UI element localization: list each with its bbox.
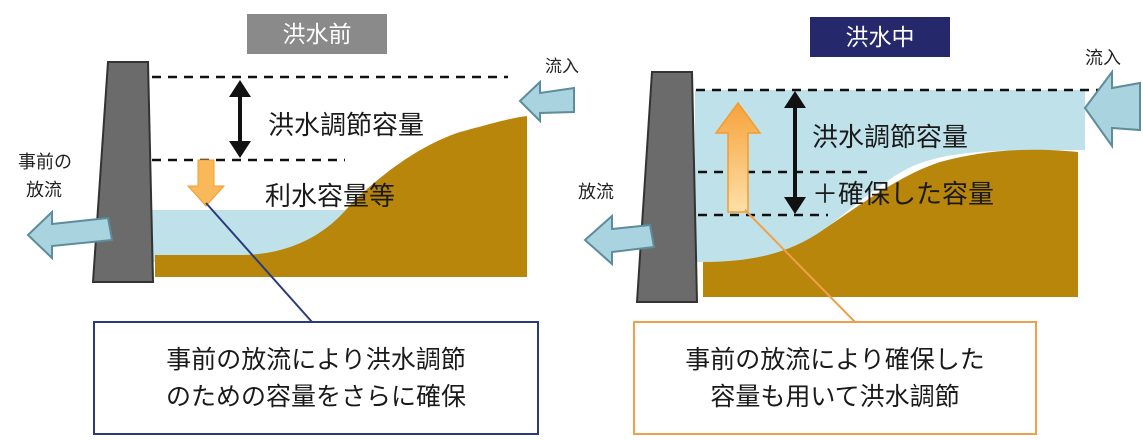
reservoir-water xyxy=(695,90,1085,262)
callout-before-flood: 事前の放流により洪水調節 のための容量をさらに確保 xyxy=(93,321,539,435)
flood-capacity-label-left: 洪水調節容量 xyxy=(268,111,424,141)
flood-capacity-double-arrow xyxy=(784,91,806,214)
water-use-capacity-label: 利水容量等 xyxy=(265,182,395,212)
callout-before-line1: 事前の放流により洪水調節 xyxy=(166,345,466,374)
outflow-label-left-line2: 放流 xyxy=(26,180,62,201)
panel-before-flood: 洪水前 流入 事前の 放流 洪水調節容量 利水容量等 xyxy=(18,14,579,323)
inflow-arrow-right xyxy=(1083,69,1141,150)
callout-during-line2: 容量も用いて洪水調節 xyxy=(710,382,960,411)
outflow-label-left-line1: 事前の xyxy=(18,152,72,173)
badge-during-flood xyxy=(810,17,950,57)
flood-capacity-label-right: 洪水調節容量 xyxy=(812,123,968,153)
badge-during-flood-label: 洪水中 xyxy=(846,25,915,51)
callout-pointer-right xyxy=(744,209,856,323)
badge-before-flood-label: 洪水前 xyxy=(283,22,352,48)
outflow-label-right: 放流 xyxy=(578,182,614,203)
inflow-label-left: 流入 xyxy=(545,57,579,77)
callout-during-line1: 事前の放流により確保した xyxy=(685,345,985,374)
dam xyxy=(91,61,155,283)
outflow-arrow-left xyxy=(26,209,114,261)
callout-during-flood: 事前の放流により確保した 容量も用いて洪水調節 xyxy=(633,321,1037,435)
secured-capacity-label: ＋確保した容量 xyxy=(812,180,994,210)
ground-slope xyxy=(155,116,527,277)
pre-release-down-arrow xyxy=(186,159,226,207)
callout-pointer-left xyxy=(205,202,313,323)
inflow-label-right: 流入 xyxy=(1085,48,1121,69)
panel-during-flood: 洪水中 流入 放流 洪水調節容量 ＋確保した容量 xyxy=(578,17,1141,323)
dam xyxy=(635,71,699,303)
capacity-usage-up-arrow xyxy=(714,101,762,213)
ground-slope xyxy=(703,149,1078,297)
outflow-arrow-right xyxy=(583,213,656,267)
flood-capacity-double-arrow xyxy=(229,80,251,158)
inflow-arrow-left xyxy=(518,79,575,124)
badge-before-flood xyxy=(247,14,387,54)
callout-before-line2: のための容量をさらに確保 xyxy=(165,382,466,411)
